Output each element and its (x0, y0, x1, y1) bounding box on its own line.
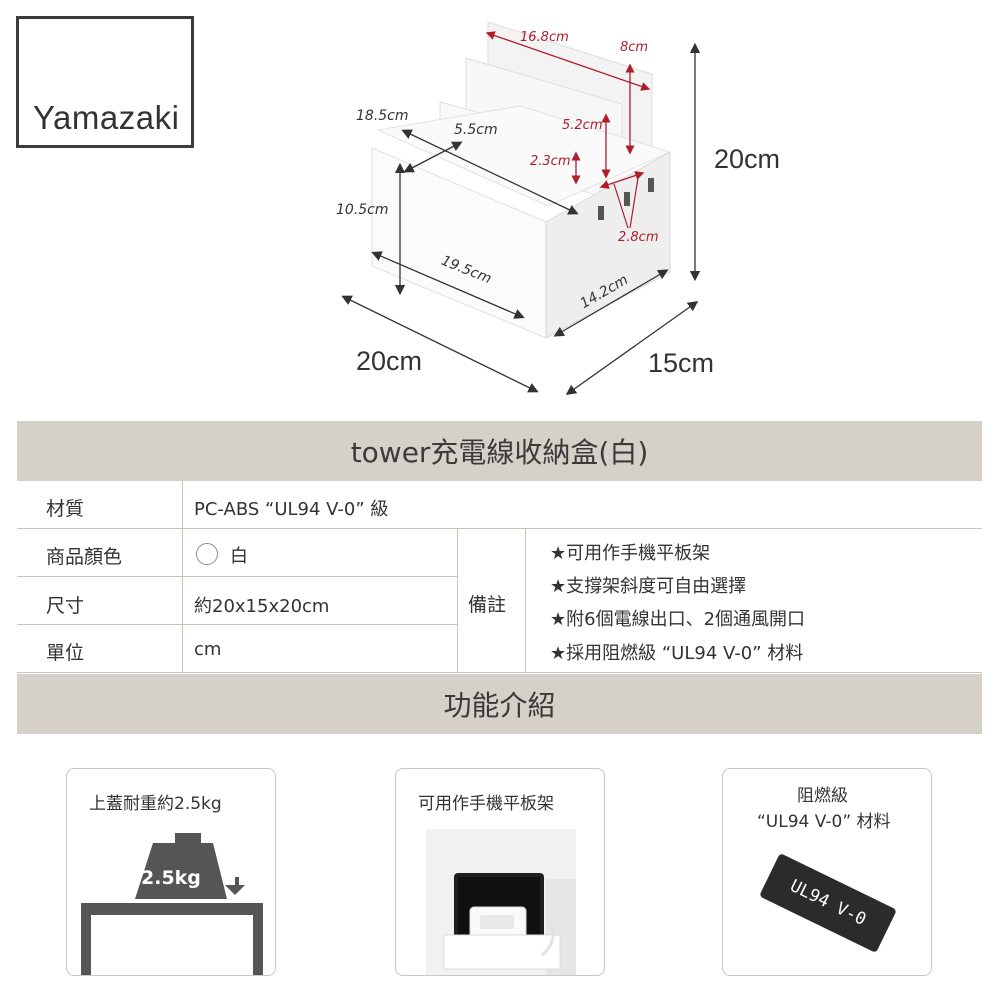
unit-label: 單位 (46, 642, 85, 664)
table-divider (17, 528, 982, 529)
brand-logo-text: Yamazaki (33, 99, 180, 136)
note-item: ★附6個電線出口、2個通風開口 (550, 609, 806, 630)
size-label: 尺寸 (46, 595, 85, 617)
product-title: tower充電線收納盒(白) (350, 436, 649, 469)
features-title: 功能介紹 (443, 689, 556, 722)
feature-card-load: 上蓋耐重約2.5kg 2.5kg (66, 768, 276, 976)
product-illustration (341, 21, 701, 396)
feature-title-line2: “UL94 V-0” 材料 (757, 812, 891, 832)
feature-card-flame: 阻燃級 “UL94 V-0” 材料 UL94 V-0 (722, 768, 932, 976)
dim-total-depth: 15cm (648, 348, 715, 378)
color-label: 商品顏色 (46, 546, 123, 568)
note-item: ★可用作手機平板架 (550, 543, 711, 564)
dim-slot-width: 2.8cm (618, 230, 659, 245)
note-item: ★支撐架斜度可自由選擇 (550, 576, 747, 597)
table-divider (17, 672, 982, 673)
color-value: 白 (230, 546, 248, 567)
note-item: ★採用阻燃級 “UL94 V-0” 材料 (550, 643, 804, 664)
dim-total-length: 20cm (356, 346, 423, 376)
feature-title: 上蓋耐重約2.5kg (89, 794, 222, 814)
table-divider (17, 576, 457, 577)
material-value: PC-ABS “UL94 V-0” 級 (194, 499, 389, 520)
dim-lid-length: 18.5cm (356, 108, 409, 124)
dim-slot-gap: 5.5cm (454, 122, 498, 138)
product-title-band: tower充電線收納盒(白) (17, 421, 982, 481)
table-divider (17, 624, 457, 625)
tablet-stand-photo (426, 829, 576, 975)
material-label: 材質 (46, 498, 85, 520)
dim-mid-height: 5.2cm (562, 118, 603, 133)
size-value: 約20x15x20cm (194, 596, 330, 617)
weight-label: 2.5kg (141, 867, 201, 889)
brand-logo: Yamazaki (16, 16, 194, 148)
ul94-tag: UL94 V-0 (759, 852, 897, 954)
feature-title: 可用作手機平板架 (418, 794, 554, 814)
dim-top-width: 16.8cm (520, 30, 569, 45)
weight-on-table-illustration (81, 833, 263, 975)
dim-top-height: 8cm (620, 40, 649, 55)
feature-title-line1: 阻燃級 (797, 786, 848, 806)
notes-label: 備註 (468, 594, 507, 616)
unit-value: cm (194, 639, 222, 660)
dim-total-height: 20cm (714, 144, 781, 174)
table-divider (525, 528, 526, 673)
feature-card-stand: 可用作手機平板架 (395, 768, 605, 976)
table-divider (457, 528, 458, 673)
dim-low-height: 2.3cm (530, 154, 571, 169)
features-title-band: 功能介紹 (17, 674, 982, 734)
white-color-swatch (196, 543, 218, 565)
table-divider (182, 481, 183, 673)
ul94-tag-label: UL94 V-0 (786, 876, 870, 930)
dim-body-height: 10.5cm (336, 202, 389, 218)
